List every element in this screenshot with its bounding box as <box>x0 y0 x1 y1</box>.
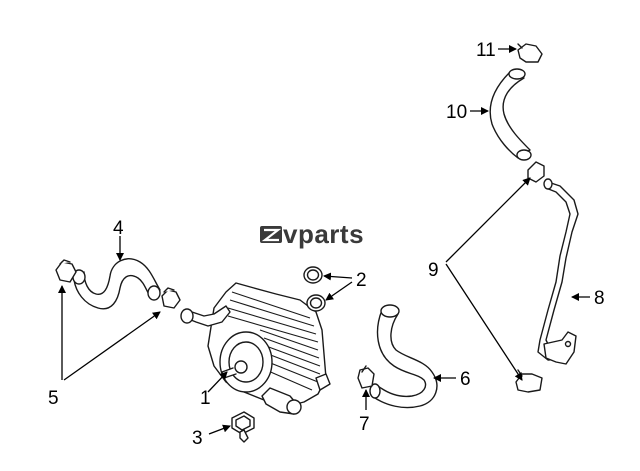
logo-mark-icon <box>260 226 282 243</box>
callout-7: 7 <box>359 414 370 435</box>
callout-8: 8 <box>594 288 605 309</box>
hose-10-part <box>489 68 532 161</box>
hose-6-part <box>369 304 438 409</box>
callout-4: 4 <box>113 218 124 239</box>
logo-text: vparts <box>283 219 364 249</box>
callout-5: 5 <box>48 388 59 409</box>
logo: vparts <box>260 219 364 249</box>
leader-9a <box>445 177 531 263</box>
clamp-5-parts <box>55 259 181 309</box>
hose-4-part <box>72 258 161 310</box>
callout-2: 2 <box>356 270 367 291</box>
leader-2b <box>325 281 353 301</box>
bolt-part <box>231 411 255 443</box>
callout-1: 1 <box>200 388 211 409</box>
o-ring-parts <box>303 266 326 312</box>
clamp-7-part <box>357 365 375 389</box>
clamp-9-parts <box>515 161 545 393</box>
leader-2a <box>323 272 353 281</box>
tube-8-part <box>537 178 579 365</box>
leader-5b <box>63 311 161 381</box>
clamp-11-part <box>517 43 543 63</box>
leader-1 <box>207 371 228 393</box>
leader-3 <box>208 424 231 435</box>
callout-9: 9 <box>428 260 439 281</box>
oil-cooler-part <box>180 282 331 415</box>
callout-6: 6 <box>460 369 471 390</box>
leader-9b <box>445 263 523 381</box>
callout-11: 11 <box>476 40 496 61</box>
callout-3: 3 <box>192 428 203 449</box>
callout-labels: 1 2 3 4 5 6 7 8 9 10 11 <box>48 40 605 449</box>
callout-10: 10 <box>446 102 467 123</box>
leader-lines <box>58 45 590 435</box>
